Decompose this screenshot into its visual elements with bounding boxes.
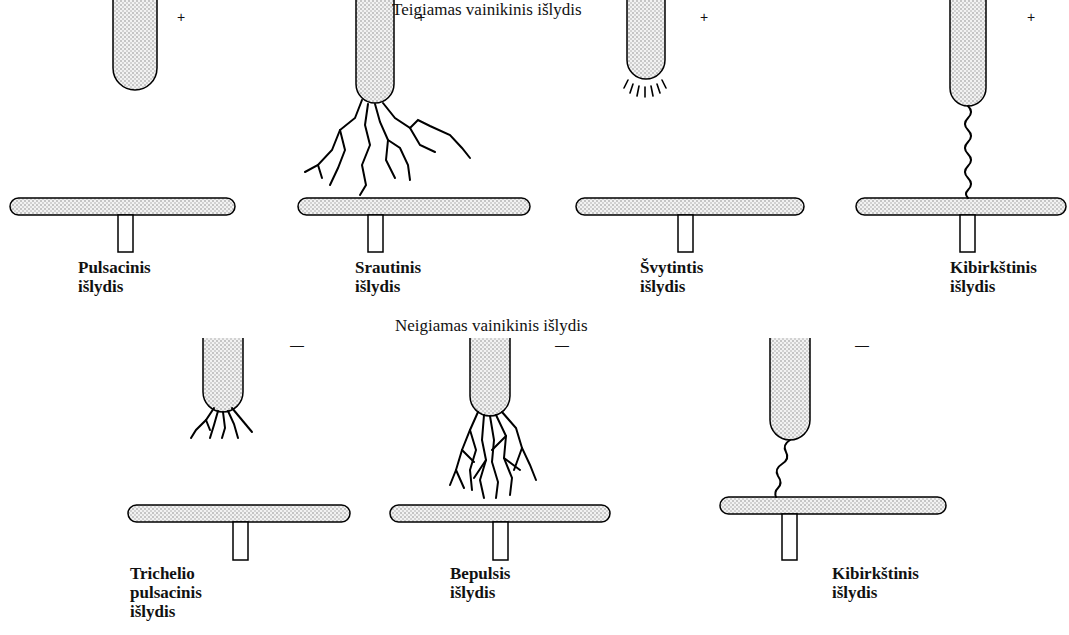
discharge-label: Švytintis išlydis	[640, 258, 732, 296]
discharge-label: Bepulsis išlydis	[450, 564, 542, 602]
polarity-sign: —	[555, 338, 569, 352]
polarity-sign: +	[700, 10, 708, 24]
polarity-sign: +	[1027, 10, 1035, 24]
discharge-label: Kibirkštinis išlydis	[950, 258, 1054, 296]
polarity-sign: +	[417, 10, 425, 24]
polarity-sign: —	[290, 338, 304, 352]
discharge-label: Pulsacinis išlydis	[78, 258, 170, 296]
heading: Neigiamas vainikinis išlydis	[395, 316, 588, 335]
polarity-sign: —	[855, 338, 869, 352]
discharge-label: Srautinis išlydis	[355, 258, 447, 296]
polarity-sign: +	[177, 10, 185, 24]
discharge-label: Kibirkštinis išlydis	[832, 564, 936, 602]
discharge-label: Trichelio pulsacinis išlydis	[130, 564, 222, 621]
